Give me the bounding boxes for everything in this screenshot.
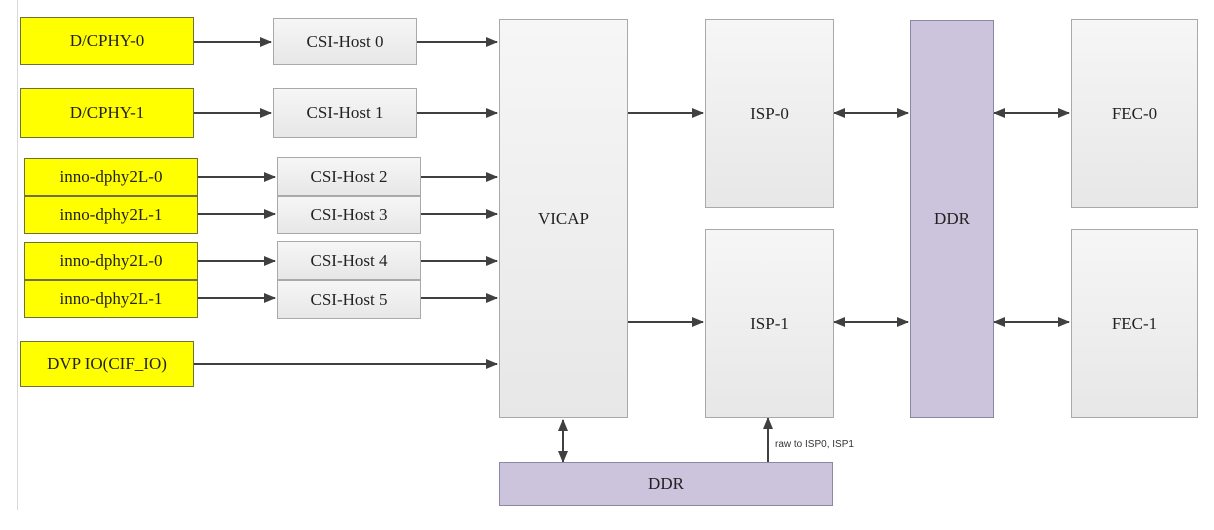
inno-dphy-b0-box: inno-dphy2L-0: [24, 242, 198, 280]
inno-dphy-b1-box: inno-dphy2L-1: [24, 280, 198, 318]
csi-host-1-label: CSI-Host 1: [306, 103, 384, 122]
isp-1-box: ISP-1: [705, 229, 834, 418]
csi-host-5-box: CSI-Host 5: [277, 280, 421, 319]
fec-0-box: FEC-0: [1071, 19, 1198, 208]
dcphy-1-box: D/CPHY-1: [20, 88, 194, 138]
ddr-main-box: DDR: [910, 20, 994, 418]
vicap-label: VICAP: [537, 208, 589, 228]
csi-host-3-box: CSI-Host 3: [277, 196, 421, 234]
fec-0-label: FEC-0: [1111, 103, 1158, 123]
csi-host-0-box: CSI-Host 0: [273, 18, 417, 65]
ddr-bottom-label: DDR: [648, 474, 684, 493]
csi-host-2-box: CSI-Host 2: [277, 157, 421, 196]
isp-0-label: ISP-0: [750, 103, 789, 123]
csi-host-1-box: CSI-Host 1: [273, 88, 417, 138]
raw-to-isp-annotation: raw to ISP0, ISP1: [775, 439, 854, 450]
dvp-io-box: DVP IO(CIF_IO): [20, 341, 194, 387]
dcphy-0-box: D/CPHY-0: [20, 17, 194, 65]
csi-host-4-label: CSI-Host 4: [310, 250, 388, 270]
inno-dphy-a0-box: inno-dphy2L-0: [24, 158, 198, 196]
ddr-bottom-box: DDR: [499, 462, 833, 506]
csi-host-3-label: CSI-Host 3: [310, 205, 388, 224]
csi-host-4-box: CSI-Host 4: [277, 241, 421, 280]
isp-1-label: ISP-1: [750, 313, 789, 333]
dcphy-1-label: D/CPHY-1: [69, 103, 145, 122]
inno-dphy-b1-label: inno-dphy2L-1: [59, 289, 163, 308]
vicap-box: VICAP: [499, 19, 628, 418]
fec-1-box: FEC-1: [1071, 229, 1198, 418]
isp-0-box: ISP-0: [705, 19, 834, 208]
inno-dphy-b0-label: inno-dphy2L-0: [59, 251, 163, 270]
csi-host-2-label: CSI-Host 2: [310, 166, 388, 186]
dvp-io-label: DVP IO(CIF_IO): [47, 354, 167, 373]
inno-dphy-a1-box: inno-dphy2L-1: [24, 196, 198, 234]
fec-1-label: FEC-1: [1111, 313, 1158, 333]
ddr-main-label: DDR: [934, 209, 970, 228]
dcphy-0-label: D/CPHY-0: [69, 31, 145, 50]
csi-host-5-label: CSI-Host 5: [310, 289, 388, 309]
left-border-line: [17, 0, 18, 510]
csi-host-0-label: CSI-Host 0: [306, 31, 384, 51]
inno-dphy-a0-label: inno-dphy2L-0: [59, 167, 163, 186]
inno-dphy-a1-label: inno-dphy2L-1: [59, 205, 163, 224]
